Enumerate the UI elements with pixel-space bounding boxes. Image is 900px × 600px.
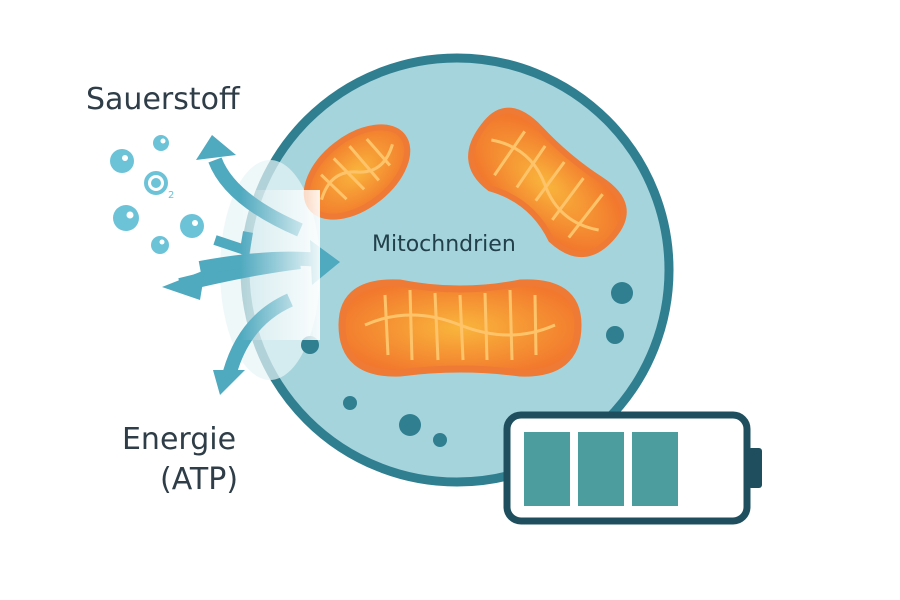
bubble-highlights xyxy=(122,138,198,245)
mitochondria-label: Mitochndrien xyxy=(372,232,516,257)
battery-cell-1 xyxy=(524,432,570,506)
atp-text: (ATP) xyxy=(160,462,239,497)
energy-text: Energie xyxy=(121,422,237,457)
mitochondrion-bottom xyxy=(338,279,582,377)
o2-molecule-icon xyxy=(144,171,168,195)
battery-cell-2 xyxy=(578,432,624,506)
mitochondrion-top-right xyxy=(468,107,627,258)
oxygen-bubbles xyxy=(110,135,204,254)
energy-label: Energie (ATP) xyxy=(120,420,238,500)
battery-cell-3 xyxy=(632,432,678,506)
arrow-fade xyxy=(240,190,320,340)
cell-particles xyxy=(301,282,633,447)
oxygen-label: Sauerstoff xyxy=(86,82,240,117)
battery-icon xyxy=(503,411,762,525)
o2-subscript: 2 xyxy=(168,190,174,201)
